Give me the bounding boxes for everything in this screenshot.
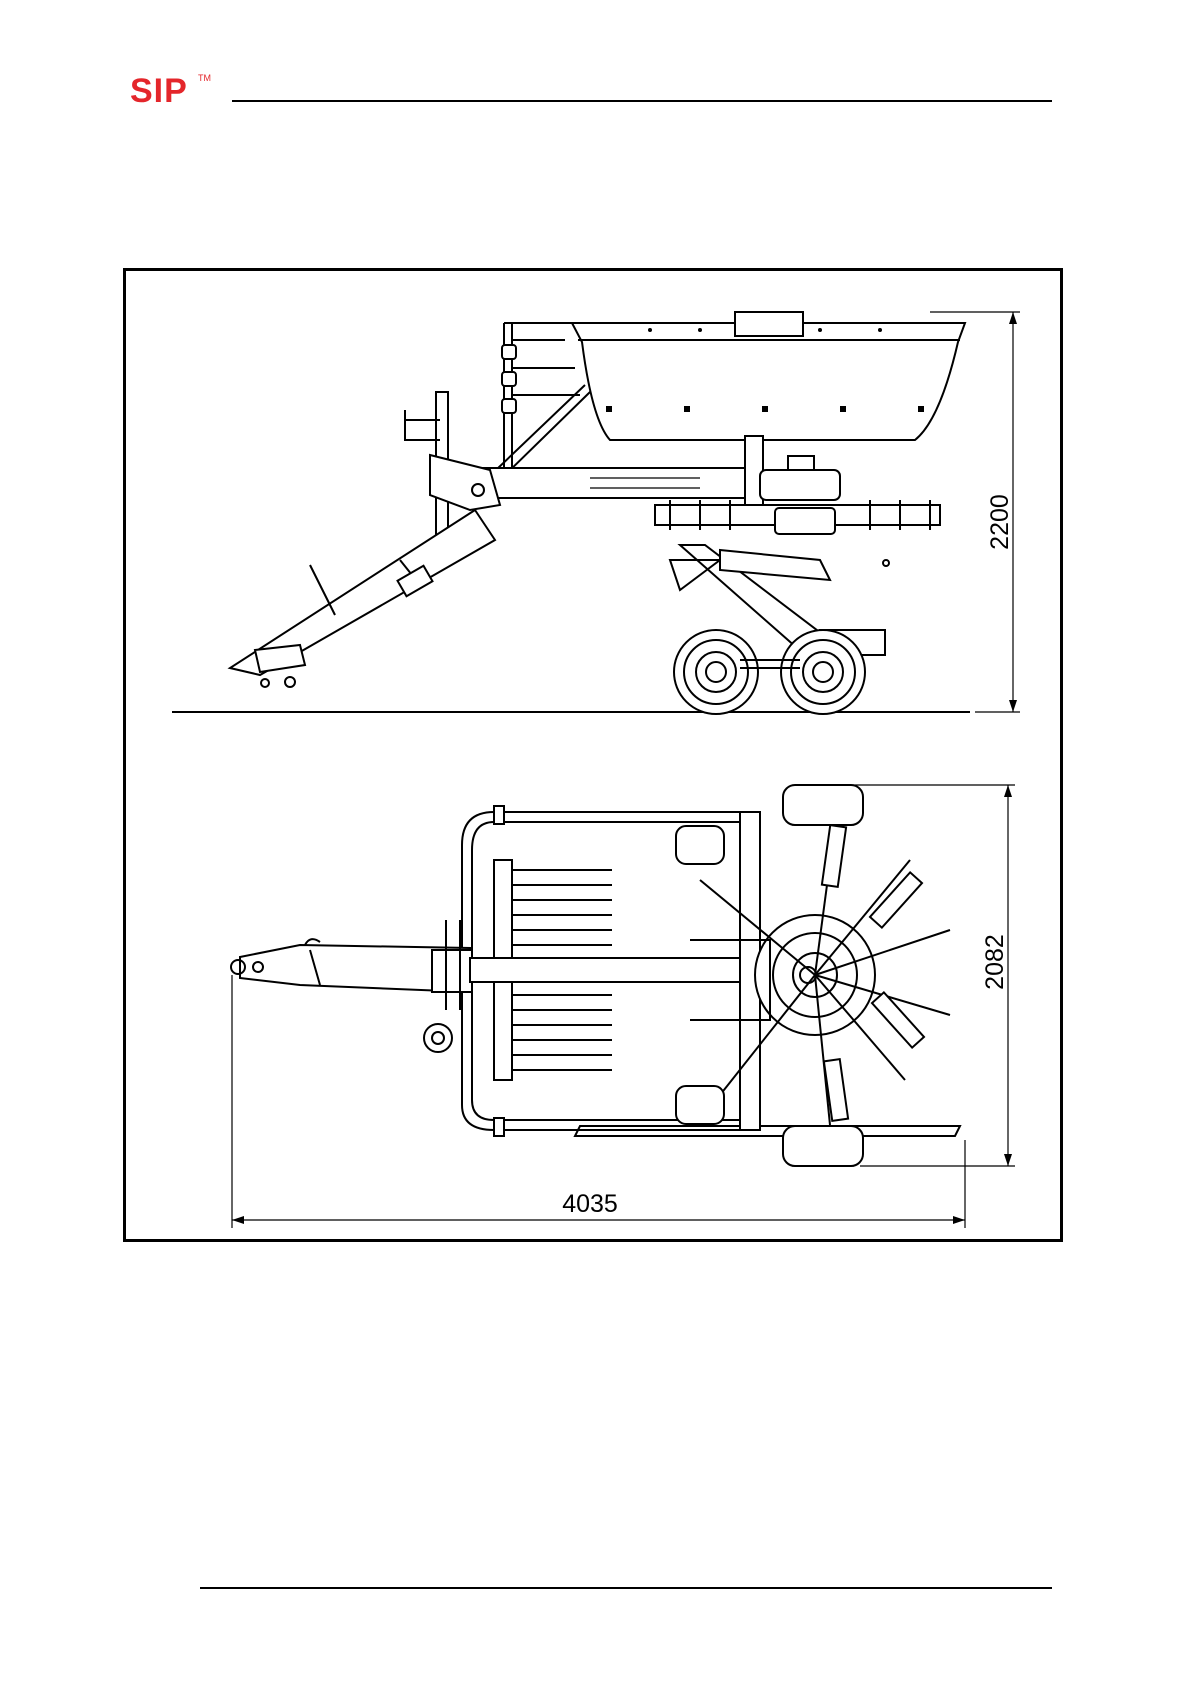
- side-view: 2200: [172, 312, 1020, 714]
- top-view: 2082 4035: [231, 785, 1015, 1228]
- height-dimension-label: 2200: [986, 494, 1014, 550]
- top-main-beam: [470, 958, 750, 982]
- hood-top-bracket: [735, 312, 803, 336]
- hitch: [255, 645, 305, 672]
- footer-rule: [200, 1587, 1052, 1589]
- width-dimension-label: 2082: [981, 934, 1009, 990]
- rear-wheels: [674, 630, 865, 714]
- gearbox: [760, 470, 840, 500]
- main-beam: [455, 468, 760, 498]
- length-dimension-label: 4035: [562, 1190, 618, 1218]
- jockey-wheel: [424, 1024, 452, 1052]
